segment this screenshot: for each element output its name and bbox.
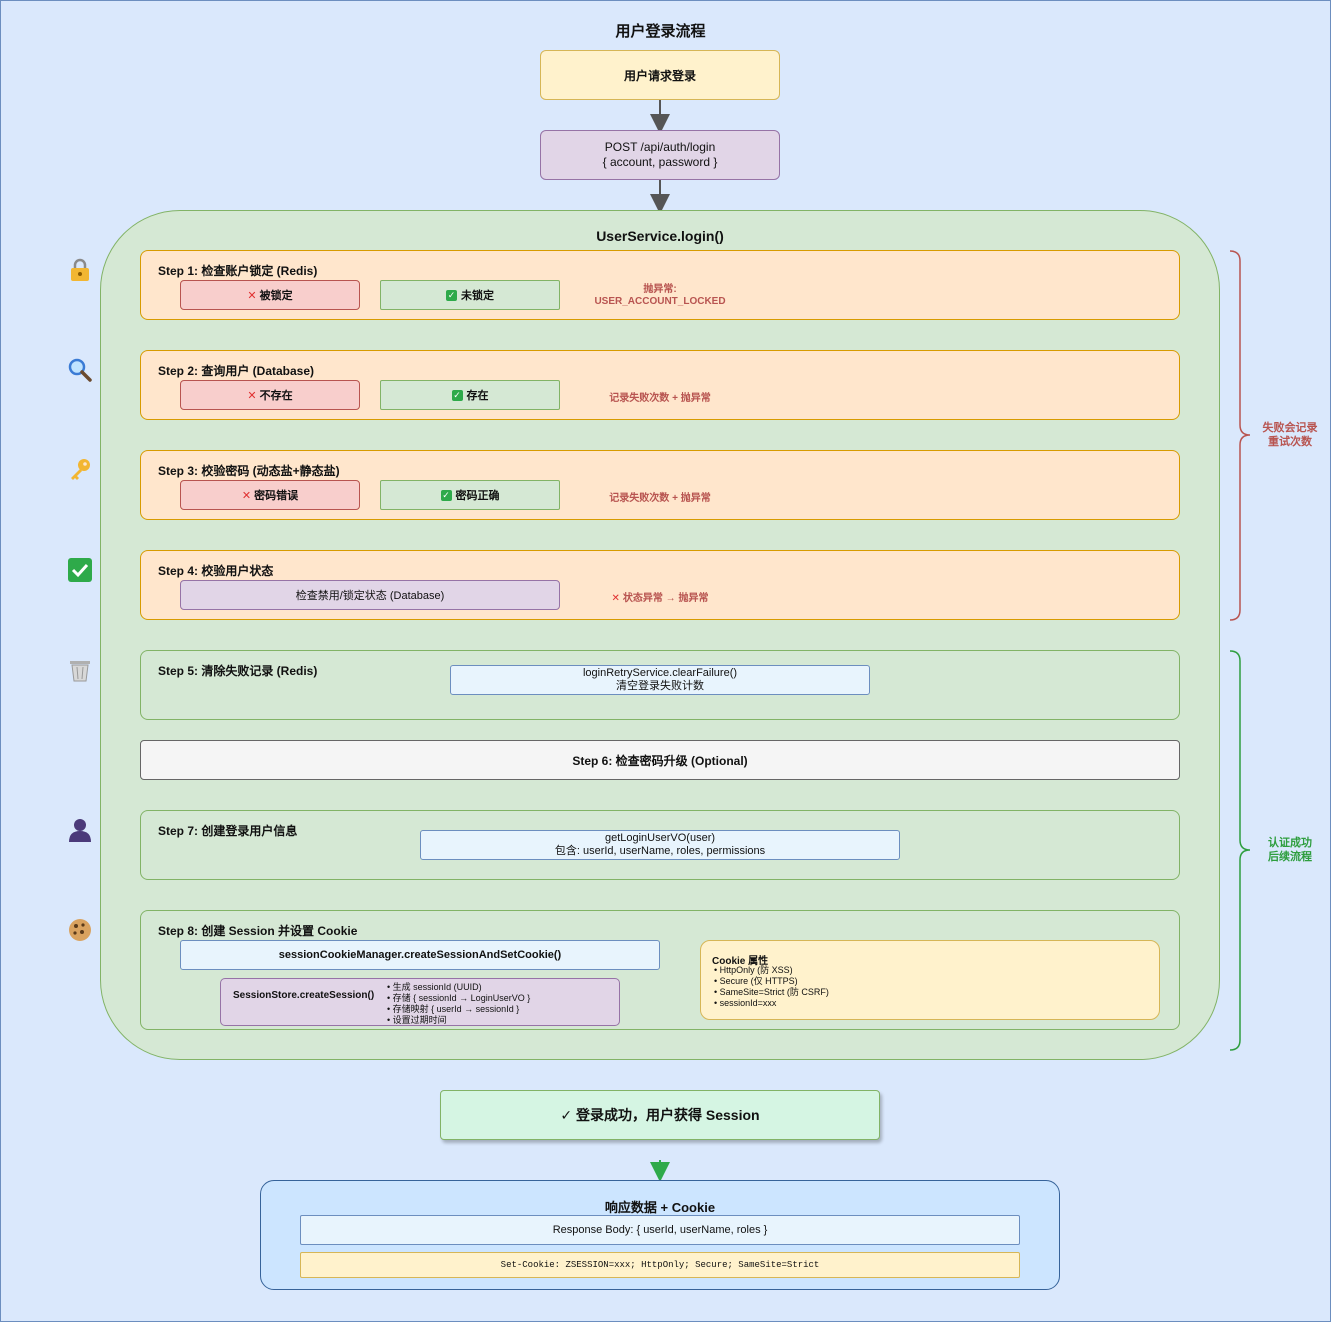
step2-pass-branch: ✓存在	[380, 380, 560, 410]
cookie-attributes-title: Cookie 属性	[712, 956, 769, 967]
step3-error: 记录失败次数 + 抛异常	[609, 493, 711, 504]
step2-fail-branch: ✕不存在	[180, 380, 360, 410]
step4-error: ✕状态异常 → 抛异常	[560, 589, 760, 604]
step3-pass-label: 密码正确	[455, 490, 500, 502]
session-store-item: • 存储 { sessionId → LoginUserVO }	[387, 993, 531, 1003]
post-endpoint-box: POST /api/auth/login { account, password…	[540, 130, 780, 180]
step5-call-line2: 清空登录失败计数	[616, 680, 704, 692]
login-success-label: ✓ 登录成功，用户获得 Session	[560, 1107, 760, 1123]
step1-error-line1: 抛异常:	[643, 284, 677, 295]
session-store-box: SessionStore.createSession() • 生成 sessio…	[220, 978, 620, 1026]
cookie-attribute-item: • Secure (仅 HTTPS)	[714, 976, 798, 986]
cookie-attribute-item: • SameSite=Strict (防 CSRF)	[714, 987, 829, 997]
step2-fail-label: 不存在	[259, 390, 293, 402]
cross-icon: ✕	[247, 389, 257, 402]
success-brace-line1: 认证成功	[1268, 837, 1312, 849]
cookie-attributes-box: Cookie 属性 • HttpOnly (防 XSS) • Secure (仅…	[700, 940, 1160, 1020]
step6-title: Step 6: 检查密码升级 (Optional)	[572, 753, 748, 768]
step6-box: Step 6: 检查密码升级 (Optional)	[140, 740, 1180, 780]
success-brace-line2: 后续流程	[1268, 851, 1312, 863]
cookie-attribute-item: • sessionId=xxx	[714, 998, 777, 1008]
step8-call-label: sessionCookieManager.createSessionAndSet…	[278, 949, 562, 961]
set-cookie-box: Set-Cookie: ZSESSION=xxx; HttpOnly; Secu…	[300, 1252, 1020, 1278]
success-brace	[1229, 650, 1251, 1051]
response-title: 响应数据 + Cookie	[604, 1200, 716, 1215]
step1-title: Step 1: 检查账户锁定 (Redis)	[158, 264, 318, 278]
step5-call-box: loginRetryService.clearFailure() 清空登录失败计…	[450, 665, 870, 695]
step7-title: Step 7: 创建登录用户信息	[158, 824, 298, 838]
request-label: 用户请求登录	[623, 68, 696, 83]
post-endpoint-line1: POST /api/auth/login	[604, 140, 716, 154]
failure-brace-line1: 失败会记录	[1262, 422, 1318, 434]
step1-error: 抛异常: USER_ACCOUNT_LOCKED	[560, 284, 760, 308]
check-icon: ✓	[440, 489, 452, 501]
step5-title: Step 5: 清除失败记录 (Redis)	[158, 664, 318, 678]
step2-title: Step 2: 查询用户 (Database)	[158, 364, 315, 378]
success-brace-label: 认证成功 后续流程	[1258, 836, 1322, 864]
step1-pass-branch: ✓ 未锁定	[380, 280, 560, 310]
failure-brace-label: 失败会记录 重试次数	[1258, 421, 1322, 449]
magnifier-icon	[66, 356, 94, 384]
step8-call-box: sessionCookieManager.createSessionAndSet…	[180, 940, 660, 970]
session-store-item: • 设置过期时间	[387, 1015, 447, 1025]
step3-fail-branch: ✕密码错误	[180, 480, 360, 510]
step2-error: 记录失败次数 + 抛异常	[609, 393, 711, 404]
cross-icon: ✕	[241, 489, 252, 502]
post-endpoint-line2: { account, password }	[602, 155, 718, 169]
key-icon	[66, 456, 94, 484]
request-box: 用户请求登录	[540, 50, 780, 100]
step4-check-box: 检查禁用/锁定状态 (Database)	[180, 580, 560, 610]
step1-fail-label: 被锁定	[259, 290, 293, 302]
cross-icon: ✕	[611, 593, 620, 604]
step3-fail-label: 密码错误	[254, 490, 299, 502]
user-icon	[66, 816, 94, 844]
trash-icon	[66, 656, 94, 684]
cookie-attribute-item: • HttpOnly (防 XSS)	[714, 965, 793, 975]
step1-pass-label: 未锁定	[461, 290, 494, 302]
cross-icon: ✕	[247, 289, 257, 302]
step1-error-line2: USER_ACCOUNT_LOCKED	[594, 296, 726, 307]
page-title: 用户登录流程	[615, 23, 706, 40]
response-body-box: Response Body: { userId, userName, roles…	[300, 1215, 1020, 1245]
failure-brace-line2: 重试次数	[1268, 436, 1312, 448]
login-success-box: ✓ 登录成功，用户获得 Session	[440, 1090, 880, 1140]
checkmark-icon	[66, 556, 94, 584]
session-store-title: SessionStore.createSession()	[233, 990, 375, 1001]
step4-check-label: 检查禁用/锁定状态 (Database)	[295, 590, 445, 602]
cookie-icon	[66, 916, 94, 944]
session-store-list: • 生成 sessionId (UUID) • 存储 { sessionId →…	[387, 982, 530, 1026]
cookie-attributes-list: • HttpOnly (防 XSS) • Secure (仅 HTTPS) • …	[714, 965, 829, 1009]
session-store-item: • 存储映射 { userId → sessionId }	[387, 1004, 520, 1014]
check-icon: ✓	[446, 289, 457, 301]
set-cookie-label: Set-Cookie: ZSESSION=xxx; HttpOnly; Secu…	[500, 1260, 820, 1270]
step7-call-line1: getLoginUserVO(user)	[604, 832, 716, 844]
step3-pass-branch: ✓密码正确	[380, 480, 560, 510]
step7-call-line2: 包含: userId, userName, roles, permissions	[554, 845, 766, 857]
step4-error-label: 状态异常 → 抛异常	[622, 593, 709, 604]
response-body-label: Response Body: { userId, userName, roles…	[552, 1224, 768, 1236]
step8-title: Step 8: 创建 Session 并设置 Cookie	[158, 924, 358, 938]
step1-fail-branch: ✕被锁定	[180, 280, 360, 310]
step2-pass-label: 存在	[466, 390, 489, 402]
failure-brace	[1229, 250, 1251, 621]
service-title: UserService.login()	[596, 228, 724, 244]
step4-title: Step 4: 校验用户状态	[158, 564, 274, 578]
lock-icon	[66, 256, 94, 284]
check-icon: ✓	[451, 389, 463, 401]
step3-title: Step 3: 校验密码 (动态盐+静态盐)	[158, 464, 340, 478]
step7-call-box: getLoginUserVO(user) 包含: userId, userNam…	[420, 830, 900, 860]
step5-call-line1: loginRetryService.clearFailure()	[582, 667, 738, 679]
session-store-item: • 生成 sessionId (UUID)	[387, 982, 482, 992]
